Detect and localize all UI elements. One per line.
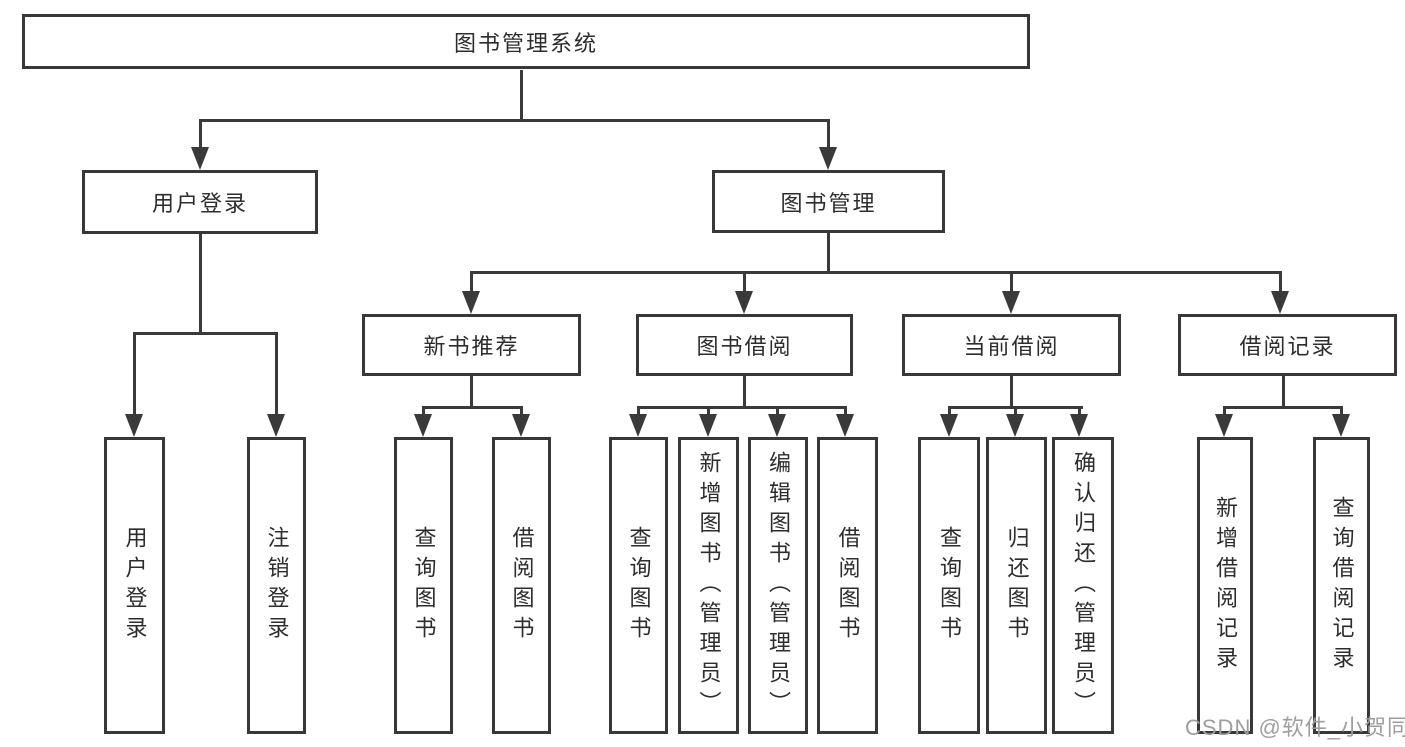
node-library-management-system: 图书管理系统 [22,14,1030,69]
node-leaf-confirm-return-admin: 确认归还（管理员） [1052,437,1114,734]
node-current-borrowing: 当前借阅 [902,314,1121,376]
connector-line [199,119,830,122]
node-leaf-add-borrow-record: 新增借阅记录 [1197,437,1253,734]
connector-line [1223,406,1226,418]
node-book-borrowing: 图书借阅 [636,314,853,376]
connector-line [133,332,136,418]
connector-line [470,271,473,295]
node-label: 借阅记录 [1239,334,1336,359]
connector-line [1340,406,1343,418]
node-leaf-add-book-admin: 新增图书（管理员） [678,437,739,734]
arrowhead [1271,291,1289,314]
node-label: 图书管理系统 [453,30,598,56]
node-label: 用户登录 [122,525,148,646]
arrowhead [1070,414,1088,437]
arrowhead [1215,414,1233,437]
node-leaf-return-book: 归还图书 [986,437,1047,734]
node-label: 新书推荐 [423,334,520,359]
connector-line [422,406,522,409]
connector-line [637,406,847,409]
node-label: 归还图书 [1004,525,1030,646]
arrowhead [699,414,717,437]
arrowhead [836,414,854,437]
arrowhead [125,414,143,437]
arrowhead [819,147,837,170]
node-leaf-query-book: 查询图书 [609,437,668,734]
connector-line [827,119,830,152]
connector-line [827,233,830,274]
node-leaf-logout: 注销登录 [247,437,306,734]
connector-line [1279,271,1282,295]
connector-line [133,332,278,335]
node-label: 借阅图书 [509,525,535,646]
connector-line [520,70,523,122]
connector-line [199,119,202,152]
node-label: 编辑图书（管理员） [766,450,791,721]
node-label: 新增图书（管理员） [696,450,722,721]
arrowhead [1002,291,1020,314]
node-borrowing-records: 借阅记录 [1178,314,1397,376]
connector-line [1223,406,1343,409]
node-label: 新增借阅记录 [1213,495,1238,676]
connector-line [707,406,710,418]
arrowhead [1332,414,1350,437]
node-leaf-edit-book-admin: 编辑图书（管理员） [748,437,808,734]
node-label: 图书管理 [780,190,877,216]
connector-line [743,375,746,408]
connector-line [1010,271,1013,295]
node-leaf-query-book: 查询图书 [918,437,980,734]
node-label: 注销登录 [264,525,290,646]
connector-line [422,406,425,418]
arrowhead [735,291,753,314]
connector-line [637,406,640,418]
node-leaf-user-login: 用户登录 [104,437,165,734]
connector-line [1282,375,1285,408]
connector-line [470,271,1282,274]
node-label: 查询图书 [626,525,652,646]
arrowhead [768,414,786,437]
connector-line [275,332,278,418]
csdn-watermark: CSDN @软件_小贺同学 [1185,715,1405,740]
connector-line [844,406,847,418]
arrowhead [414,414,432,437]
arrowhead [267,414,285,437]
node-label: 查询借阅记录 [1329,495,1355,676]
node-label: 查询图书 [411,525,437,646]
node-label: 图书借阅 [696,334,793,359]
node-leaf-query-borrow-record: 查询借阅记录 [1313,437,1370,734]
node-label: 用户登录 [151,191,248,216]
node-label: 确认归还（管理员） [1071,450,1096,721]
connector-line [470,375,473,408]
node-user-login: 用户登录 [82,170,318,234]
connector-line [948,406,951,418]
arrowhead [191,147,209,170]
connector-line [520,406,523,418]
connector-line [776,406,779,418]
connector-line [199,234,202,334]
node-leaf-query-book: 查询图书 [394,437,453,734]
arrowhead [462,291,480,314]
node-book-management: 图书管理 [712,170,945,233]
node-new-book-recommendation: 新书推荐 [362,314,581,376]
arrowhead [629,414,647,437]
node-leaf-borrow-book: 借阅图书 [817,437,878,734]
arrowhead [1006,414,1024,437]
node-label: 查询图书 [937,525,962,646]
node-leaf-borrow-book: 借阅图书 [492,437,551,734]
arrowhead [940,414,958,437]
node-label: 借阅图书 [835,525,861,646]
connector-line [1010,375,1013,408]
node-label: 当前借阅 [963,334,1060,359]
connector-line [743,271,746,295]
connector-line [1078,406,1081,418]
arrowhead [512,414,530,437]
connector-line [1014,406,1017,418]
